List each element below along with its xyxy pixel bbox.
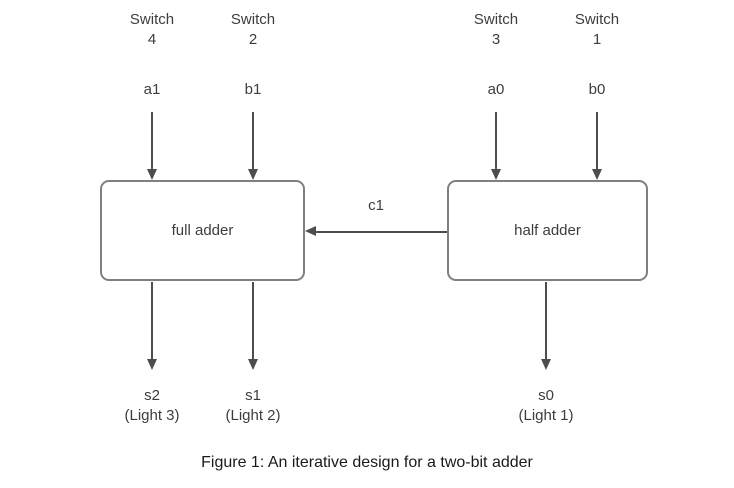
full-adder-label: full adder bbox=[171, 222, 234, 239]
carry-arrow-line bbox=[314, 231, 447, 233]
signal-a0-label: a0 bbox=[487, 81, 505, 98]
output-s2-label: s2 bbox=[144, 387, 160, 404]
half-adder-box: half adder bbox=[447, 180, 648, 281]
output-arrow-s0-head bbox=[540, 359, 551, 370]
input-arrow-a1-line bbox=[151, 112, 153, 170]
full-adder-box: full adder bbox=[100, 180, 305, 281]
signal-b1-label: b1 bbox=[244, 81, 262, 98]
signal-b0-label: b0 bbox=[588, 81, 606, 98]
switch-2-label: Switch 2 bbox=[230, 11, 276, 48]
output-arrow-s1-head bbox=[247, 359, 258, 370]
switch-4-label: Switch 4 bbox=[129, 11, 175, 48]
input-arrow-a1-head bbox=[146, 169, 157, 180]
input-arrow-b0-head bbox=[591, 169, 602, 180]
output-arrow-s2-line bbox=[151, 282, 153, 359]
output-light1-label: (Light 1) bbox=[518, 407, 574, 424]
signal-a1-label: a1 bbox=[143, 81, 161, 98]
output-s0-label: s0 bbox=[538, 387, 554, 404]
carry-arrow-head bbox=[305, 226, 316, 236]
input-arrow-a0-head bbox=[490, 169, 501, 180]
output-arrow-s0-line bbox=[545, 282, 547, 359]
output-light3-label: (Light 3) bbox=[124, 407, 180, 424]
half-adder-label: half adder bbox=[514, 222, 581, 239]
carry-c1-label: c1 bbox=[368, 197, 384, 214]
switch-1-label: Switch 1 bbox=[574, 11, 620, 48]
input-arrow-a0-line bbox=[495, 112, 497, 170]
output-light2-label: (Light 2) bbox=[225, 407, 281, 424]
output-s1-label: s1 bbox=[245, 387, 261, 404]
figure-caption: Figure 1: An iterative design for a two-… bbox=[201, 454, 533, 471]
input-arrow-b1-line bbox=[252, 112, 254, 170]
output-arrow-s2-head bbox=[146, 359, 157, 370]
switch-3-label: Switch 3 bbox=[473, 11, 519, 48]
output-arrow-s1-line bbox=[252, 282, 254, 359]
input-arrow-b1-head bbox=[247, 169, 258, 180]
input-arrow-b0-line bbox=[596, 112, 598, 170]
